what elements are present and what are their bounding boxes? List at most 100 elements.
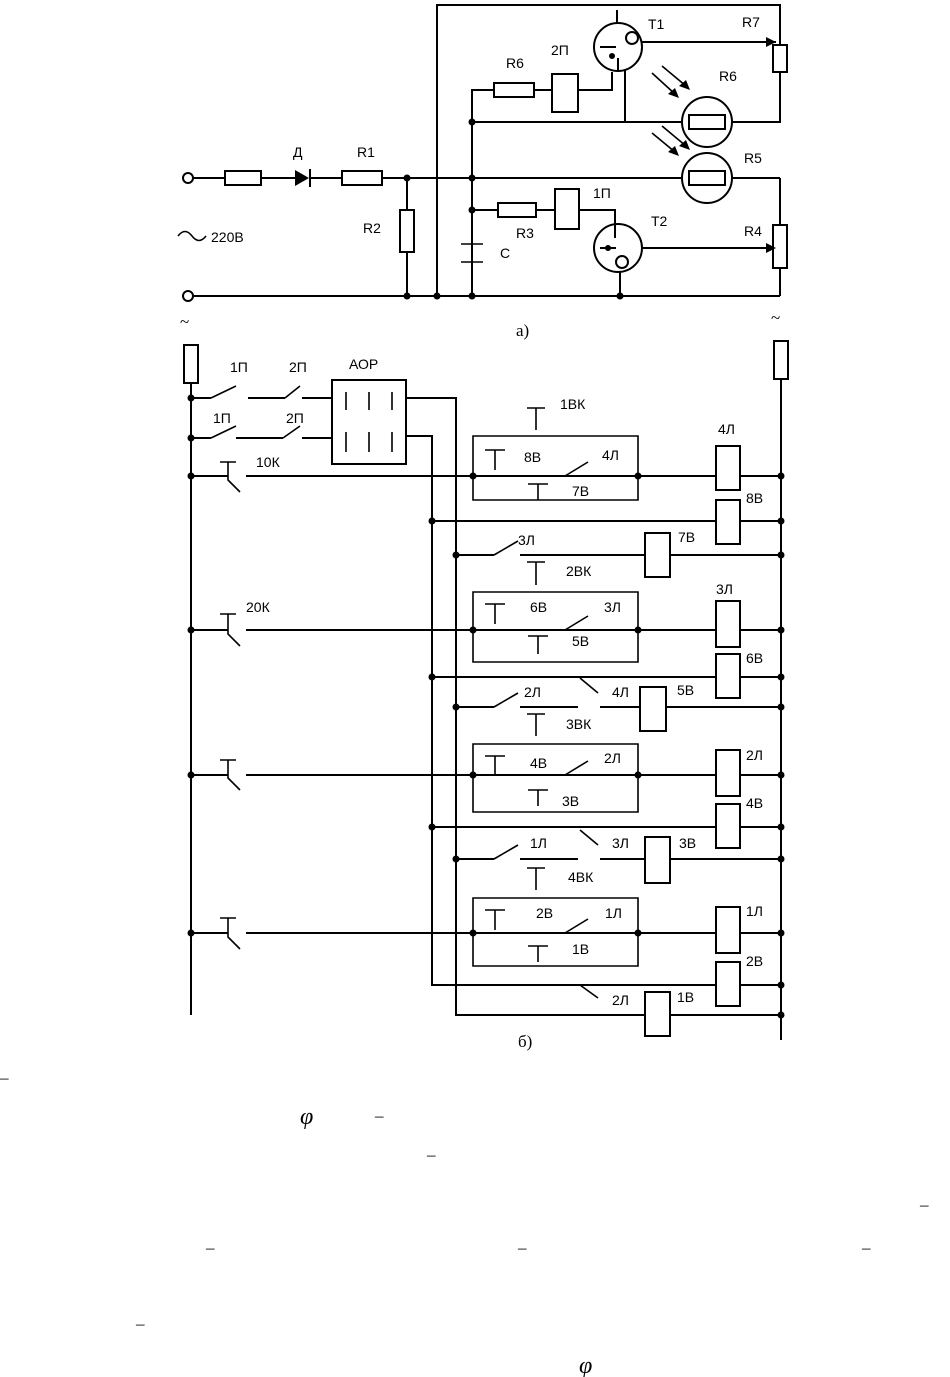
resistor-r6-top	[494, 83, 534, 97]
label-coil-3v: 3В	[679, 835, 696, 851]
coil-1v	[645, 992, 670, 1036]
fragment-dash-7: –	[861, 1238, 871, 1257]
ac-right-symbol: ~	[771, 308, 780, 327]
section-2: 2ВК 6В 3Л 5В	[473, 562, 638, 662]
label-r2: R2	[363, 220, 381, 236]
label-6v-contact: 6В	[530, 599, 547, 615]
label-2vk: 2ВК	[566, 563, 592, 579]
label-3vk: 3ВК	[566, 716, 592, 732]
label-1l-contact: 1Л	[605, 905, 622, 921]
label-4l-contact: 4Л	[602, 447, 619, 463]
label-cross-1l-r3: 1Л	[530, 835, 547, 851]
fragment-dash-2: –	[374, 1106, 384, 1125]
caption-b: б)	[518, 1032, 532, 1051]
label-coil-7v: 7В	[678, 529, 695, 545]
label-t1: T1	[648, 16, 665, 32]
fragment-dash-5: –	[205, 1238, 215, 1257]
label-c: C	[500, 245, 510, 261]
potentiometer-r7	[773, 45, 787, 72]
label-4v-contact: 4В	[530, 755, 547, 771]
ac-left-symbol: ~	[180, 312, 189, 331]
label-5v-contact: 5В	[572, 633, 589, 649]
ac-symbol-icon	[178, 232, 206, 241]
terminal-top	[183, 173, 193, 183]
label-cross-2l-r2: 2Л	[524, 684, 541, 700]
label-cross-4l-r2: 4Л	[612, 684, 629, 700]
coil-2v	[716, 962, 740, 1006]
label-coil-2v: 2В	[746, 953, 763, 969]
label-r6-lamp: R6	[719, 68, 737, 84]
fragment-dash-8: –	[135, 1314, 145, 1333]
coil-7v	[645, 533, 670, 577]
label-4vk: 4ВК	[568, 869, 594, 885]
label-r1: R1	[357, 144, 375, 160]
coil-4l	[716, 446, 740, 490]
fragment-phi-1: φ	[300, 1104, 313, 1130]
label-10k: 10К	[256, 454, 281, 470]
section-1: 1ВК 8В 4Л 7В	[473, 396, 638, 500]
resistor-r1	[342, 171, 382, 185]
label-t2: T2	[651, 213, 668, 229]
label-2p-b: 2П	[286, 410, 304, 426]
label-1p-b: 1П	[213, 410, 231, 426]
fragment-dash-1: –	[0, 1068, 9, 1087]
label-cross-3l-r1: 3Л	[518, 532, 535, 548]
label-r7: R7	[742, 14, 760, 30]
fragment-phi-2: φ	[579, 1353, 592, 1377]
label-coil-1v: 1В	[677, 989, 694, 1005]
label-coil-8v: 8В	[746, 490, 763, 506]
label-cross-3l-r3: 3Л	[612, 835, 629, 851]
coil-1l	[716, 907, 740, 953]
label-3v-contact: 3В	[562, 793, 579, 809]
label-r6-top: R6	[506, 55, 524, 71]
label-coil-3l: 3Л	[716, 581, 733, 597]
label-r3: R3	[516, 225, 534, 241]
fragment-dash-4: –	[919, 1195, 929, 1214]
resistor-r2	[400, 210, 414, 252]
label-cross-2l-r4: 2Л	[612, 992, 629, 1008]
coil-3l	[716, 601, 740, 647]
label-coil-2l: 2Л	[746, 747, 763, 763]
section-3: 3ВК 4В 2Л 3В	[473, 714, 638, 812]
label-2l-contact: 2Л	[604, 750, 621, 766]
coil-3v	[645, 837, 670, 883]
label-r5: R5	[744, 150, 762, 166]
label-r4: R4	[744, 223, 762, 239]
diagram-b: ~ ~ АОР 1П 2П 1П 2П 10К	[180, 308, 788, 1051]
coil-4v	[716, 804, 740, 848]
fragment-dash-6: –	[517, 1238, 527, 1257]
photoresistor-r6	[682, 97, 732, 147]
section-4: 4ВК 2В 1Л 1В	[473, 868, 638, 966]
potentiometer-r4	[773, 225, 787, 268]
tube-t2	[594, 224, 642, 272]
label-7v-contact: 7В	[572, 483, 589, 499]
label-coil-5v: 5В	[677, 682, 694, 698]
label-coil-4l: 4Л	[718, 421, 735, 437]
diode-icon	[295, 170, 309, 186]
label-2v-contact: 2В	[536, 905, 553, 921]
label-1p-a: 1П	[230, 359, 248, 375]
diagram-a: 220В Д R1 R2 C R3 R6 2П 1П T1 T2 R7 R6 R…	[178, 5, 787, 340]
photoresistor-r5	[682, 153, 732, 203]
fuse-a	[225, 171, 261, 185]
label-2p: 2П	[551, 42, 569, 58]
label-1p: 1П	[593, 185, 611, 201]
coil-6v	[716, 654, 740, 698]
terminal-bottom	[183, 291, 193, 301]
text-fragments: – φ – – – – – – – φ	[0, 1068, 929, 1377]
tube-t1	[594, 23, 642, 71]
label-3l-contact: 3Л	[604, 599, 621, 615]
label-coil-1l: 1Л	[746, 903, 763, 919]
label-aor: АОР	[349, 356, 378, 372]
label-1v-contact: 1В	[572, 941, 589, 957]
coil-5v	[640, 687, 666, 731]
label-coil-6v: 6В	[746, 650, 763, 666]
label-8v-contact: 8В	[524, 449, 541, 465]
label-1vk: 1ВК	[560, 396, 586, 412]
caption-a: а)	[516, 321, 529, 340]
resistor-r3	[498, 203, 536, 217]
label-20k: 20К	[246, 599, 271, 615]
relay-coil-1p	[555, 189, 579, 229]
supply-label: 220В	[211, 229, 244, 245]
